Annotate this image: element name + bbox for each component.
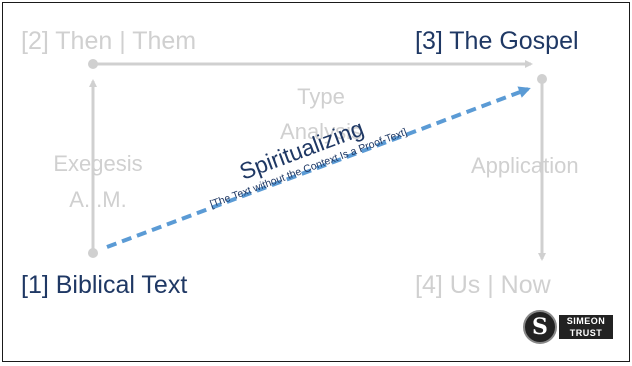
wordmark-line-2: TRUST (569, 328, 603, 338)
arrow-spiritualizing (106, 86, 531, 249)
aim-label: A.I.M. (69, 187, 127, 212)
simeon-wordmark: SIMEON TRUST (559, 315, 613, 339)
then-them-label: [2] Then | Them (21, 27, 197, 55)
wordmark-line-1: SIMEON (566, 316, 606, 326)
type-label: Type (297, 84, 345, 109)
node-biblical-text (88, 248, 98, 258)
simeon-trust-logo: S SIMEON TRUST (523, 310, 615, 346)
application-label: Application (471, 153, 579, 178)
biblical-text-label: [1] Biblical Text (21, 271, 188, 299)
slide: [2] Then | Them [3] The Gospel [1] Bibli… (2, 2, 630, 362)
diagram-arrows (88, 59, 547, 261)
analysis-label: Analysis (280, 119, 362, 144)
exegesis-label: Exegesis (53, 151, 143, 176)
gospel-label: [3] The Gospel (415, 27, 579, 55)
node-gospel (537, 74, 547, 84)
node-then-them (88, 59, 98, 69)
simeon-badge-icon: S (523, 310, 557, 344)
us-now-label: [4] Us | Now (415, 271, 551, 299)
